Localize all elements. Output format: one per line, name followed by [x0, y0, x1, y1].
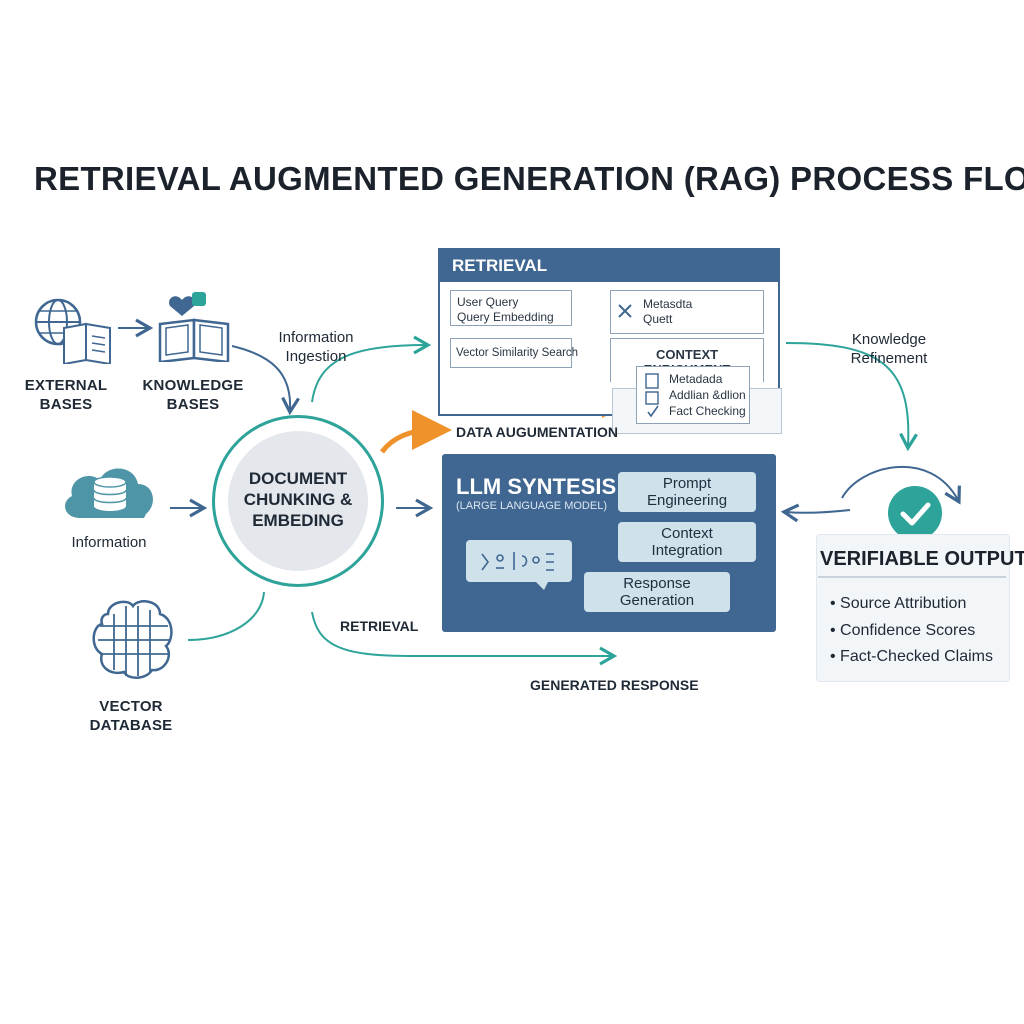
arrow-verifiable-to-llm: [780, 503, 851, 523]
knowledge-book-icon: [156, 290, 236, 364]
check-circle-icon: [888, 486, 942, 540]
globe-book-icon: [30, 292, 120, 366]
chunking-circle-fill: [228, 431, 368, 571]
arrow-retrieval-to-response: [311, 611, 618, 666]
llm-synthesis-title: LLM SYNTESIS: [456, 474, 617, 499]
information-label: Information: [71, 534, 147, 551]
llm-synthesis-subtitle: (LARGE LANGUAGE MODEL): [456, 500, 607, 512]
arrow-vector-to-chunking: [187, 591, 265, 641]
generated-response-label: GENERATED RESPONSE: [530, 677, 699, 693]
brain-grid-icon: [88, 596, 178, 684]
data-augumentation-label: DATA AUGUMENTATION: [456, 424, 619, 440]
chat-bubble-icon: [466, 540, 572, 590]
retrieval-bottom-label: RETRIEVAL: [340, 618, 419, 634]
verifiable-outputs-divider: [818, 576, 1006, 578]
verifiable-item: • Confidence Scores: [830, 622, 976, 639]
verifiable-item: • Fact-Checked Claims: [830, 648, 993, 665]
arrow-loop-verifiable: [841, 465, 961, 505]
verifiable-item: • Source Attribution: [830, 595, 967, 612]
arrow-knowledge-to-chunking: [231, 345, 300, 416]
retrieval-panel-header: [438, 248, 778, 282]
arrow-knowledge-refinement: [785, 342, 918, 452]
cloud-database-icon: [58, 458, 160, 522]
close-icon: [616, 302, 634, 320]
page-title: RETRIEVAL AUGMENTED GENERATION (RAG) PRO…: [34, 160, 1024, 197]
verifiable-outputs-title: VERIFIABLE OUTPUTS: [820, 548, 1024, 570]
arrow-ingestion-to-retrieval: [311, 335, 432, 403]
document-list-icon: [644, 372, 662, 420]
retrieval-panel-title: RETRIEVAL: [452, 256, 548, 275]
verifiable-outputs-card: [816, 534, 1010, 682]
arrow-orange-to-llm: [379, 410, 452, 454]
vector-similarity-search-box: Vector Similarity Search: [450, 338, 578, 368]
